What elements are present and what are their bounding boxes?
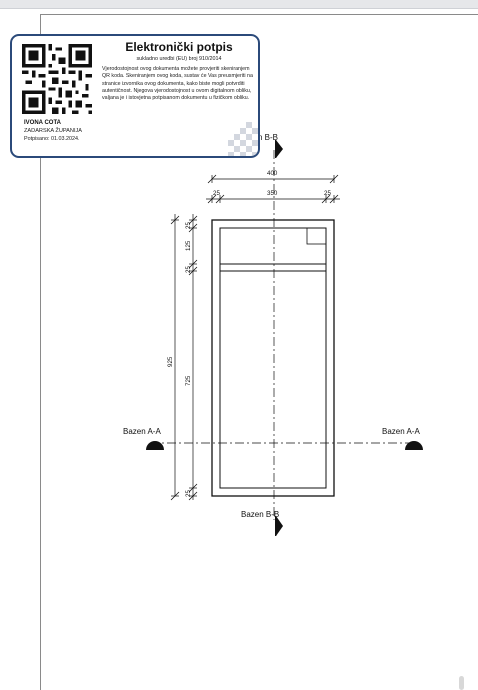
page-border-top — [40, 14, 478, 15]
qr-code-icon[interactable] — [22, 44, 92, 114]
scrollbar-thumb[interactable] — [459, 676, 464, 690]
viewer-toolbar — [0, 0, 478, 9]
dim-top-segment: 125 — [185, 240, 192, 251]
dim-main-segment: 725 — [185, 375, 192, 386]
signature-regulation: sukladno uredbi (EU) broj 910/2014 — [136, 56, 222, 62]
section-label-bottom: Bazen B-B — [241, 510, 280, 519]
signed-date: Potpisano: 01.03.2024. — [24, 136, 80, 142]
dim-wall-bottom: 25 — [185, 490, 192, 497]
checker-watermark-icon — [228, 122, 258, 156]
signer-name: IVONA COTA — [24, 120, 61, 126]
section-label-right: Bazen A-A — [382, 427, 420, 436]
e-signature-card: Elektronički potpis sukladno uredbi (EU)… — [10, 34, 260, 158]
dim-wall-top: 25 — [185, 222, 192, 229]
signature-description: Vjerodostojnost ovog dokumenta možete pr… — [102, 66, 253, 102]
dim-wall-mid: 25 — [185, 266, 192, 273]
dim-wall-left: 25 — [213, 190, 220, 197]
dim-overall-height: 925 — [167, 356, 174, 367]
dim-inner-width: 350 — [267, 190, 278, 197]
dim-wall-right: 25 — [324, 190, 331, 197]
signer-organization: ZADARSKA ŽUPANIJA — [24, 128, 83, 134]
section-label-top: n B-B — [258, 133, 279, 142]
page-border-left — [40, 14, 41, 690]
dim-overall-width: 400 — [267, 170, 278, 177]
signature-title: Elektronički potpis — [125, 40, 233, 54]
section-label-left: Bazen A-A — [123, 427, 161, 436]
